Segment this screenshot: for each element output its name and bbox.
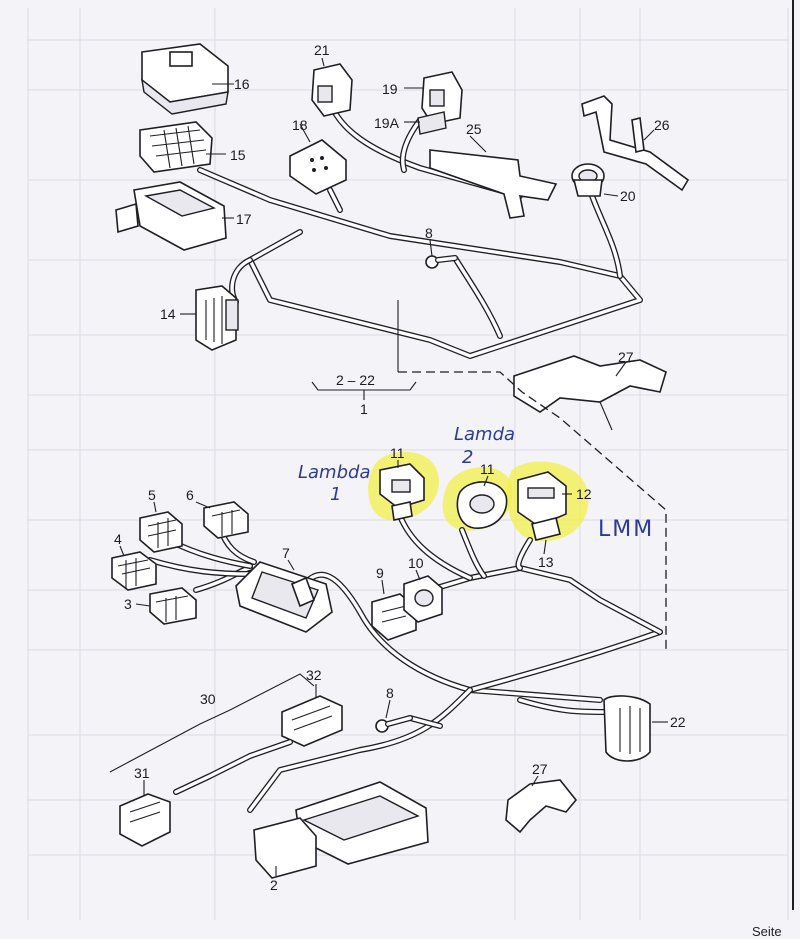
callout-4: 4 <box>114 531 122 547</box>
callout-19: 19 <box>382 81 398 97</box>
lower-harness-wires <box>147 513 663 813</box>
note-lambda-1-word: Lambda <box>298 462 370 483</box>
callout-range: 2 – 22 <box>336 372 375 388</box>
part-11-lambda-connector-2 <box>456 481 508 529</box>
callout-32: 32 <box>306 667 322 683</box>
part-10-connector <box>403 575 443 623</box>
part-6-connector <box>203 501 249 539</box>
callout-27-upper: 27 <box>618 349 634 365</box>
part-4-connector <box>111 551 157 591</box>
part-8-ground-terminal-upper <box>425 255 458 269</box>
part-3-connector <box>149 587 197 625</box>
note-lambda-2-word: Lamda <box>454 424 515 445</box>
part-12-lmm-connector <box>517 471 567 541</box>
part-21-connector <box>311 63 353 117</box>
callout-11-lambda-2: 11 <box>480 461 495 477</box>
callout-17: 17 <box>236 211 252 227</box>
part-8-ground-terminal-lower <box>375 715 413 733</box>
callout-13: 13 <box>538 554 554 570</box>
callout-7: 7 <box>282 545 290 561</box>
callout-27-lower: 27 <box>532 761 548 777</box>
callout-2: 2 <box>270 877 278 893</box>
callout-30: 30 <box>200 691 216 707</box>
part-30-sensor-cable <box>109 673 315 795</box>
range-bracket <box>311 300 417 400</box>
part-25-bracket <box>429 149 558 219</box>
callout-31: 31 <box>134 765 150 781</box>
part-27-bracket-upper <box>513 355 667 431</box>
callout-14: 14 <box>160 306 176 322</box>
part-27-clip <box>505 779 578 834</box>
callout-20: 20 <box>620 188 636 204</box>
note-lmm: LMM <box>598 517 654 542</box>
note-lambda-2-num: 2 <box>462 447 473 468</box>
handwritten-notes: Lambda 1 Lamda 2 LMM <box>298 424 654 542</box>
callout-11-lambda-1: 11 <box>390 445 405 461</box>
callout-3: 3 <box>124 596 132 612</box>
callout-8-upper: 8 <box>425 225 433 241</box>
part-20-round-connector <box>571 163 605 197</box>
part-5-connector <box>139 511 183 553</box>
assembly-boundary <box>398 371 667 650</box>
part-17-tray <box>115 181 227 251</box>
part-14-connector <box>195 285 239 351</box>
upper-harness-wires <box>197 99 643 359</box>
callout-leaders <box>119 57 668 876</box>
part-15-fuse-holder <box>139 121 213 173</box>
callout-25: 25 <box>466 121 482 137</box>
callout-10: 10 <box>408 555 424 571</box>
part-32-connector <box>281 695 343 747</box>
page-footer-label: Seite <box>752 924 782 939</box>
callout-18: 18 <box>292 117 308 133</box>
callout-1: 1 <box>360 401 368 417</box>
part-19-connector <box>417 71 463 135</box>
callout-26: 26 <box>654 117 670 133</box>
note-lambda-1-num: 1 <box>330 484 341 505</box>
part-31-connector <box>119 793 171 847</box>
part-7-control-housing <box>235 561 333 633</box>
callout-labels: 16 15 17 18 21 19 19A 25 26 20 8 14 27 2… <box>114 42 686 893</box>
part-2-control-unit <box>253 781 429 879</box>
part-26-bracket <box>581 95 690 192</box>
callout-5: 5 <box>148 487 156 503</box>
part-18-connector-block <box>289 139 347 195</box>
callout-15: 15 <box>230 147 246 163</box>
callout-22-lower: 22 <box>670 714 686 730</box>
callout-21: 21 <box>314 42 330 58</box>
part-16-relay-carrier <box>141 43 229 115</box>
callout-12: 12 <box>576 486 592 502</box>
part-22-connector <box>603 695 651 762</box>
callout-9: 9 <box>376 565 384 581</box>
callout-16: 16 <box>234 76 250 92</box>
part-11-lambda-connector-1 <box>379 463 425 521</box>
callout-6: 6 <box>186 487 194 503</box>
callout-19a: 19A <box>374 115 400 131</box>
callout-8-lower: 8 <box>386 685 394 701</box>
